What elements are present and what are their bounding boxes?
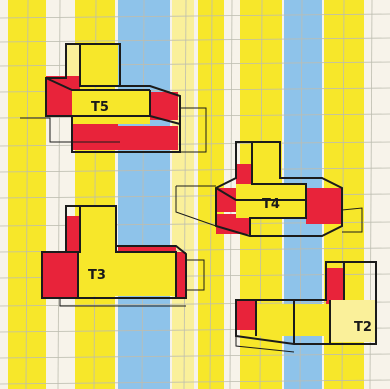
t3-red-face	[42, 252, 78, 298]
label-t5: T5	[91, 100, 109, 115]
label-t2: T2	[354, 320, 372, 335]
t5-front-face	[72, 90, 150, 124]
label-t4: T4	[262, 197, 280, 212]
t2-red-face	[236, 300, 256, 330]
t3-red-face	[176, 252, 186, 298]
t4-red-face	[216, 188, 236, 212]
label-t3: T3	[88, 268, 106, 283]
t4-red-face	[306, 188, 342, 224]
t2-red-face	[326, 268, 344, 304]
t5-top-block	[80, 44, 118, 86]
t5-red-face	[118, 126, 178, 150]
t5-red-face	[150, 92, 178, 120]
t5-top-face	[66, 44, 80, 76]
yellow-band	[172, 0, 194, 389]
t3-top-block	[80, 206, 116, 252]
t3-red-face	[66, 216, 80, 252]
t4-top-block	[252, 142, 280, 184]
